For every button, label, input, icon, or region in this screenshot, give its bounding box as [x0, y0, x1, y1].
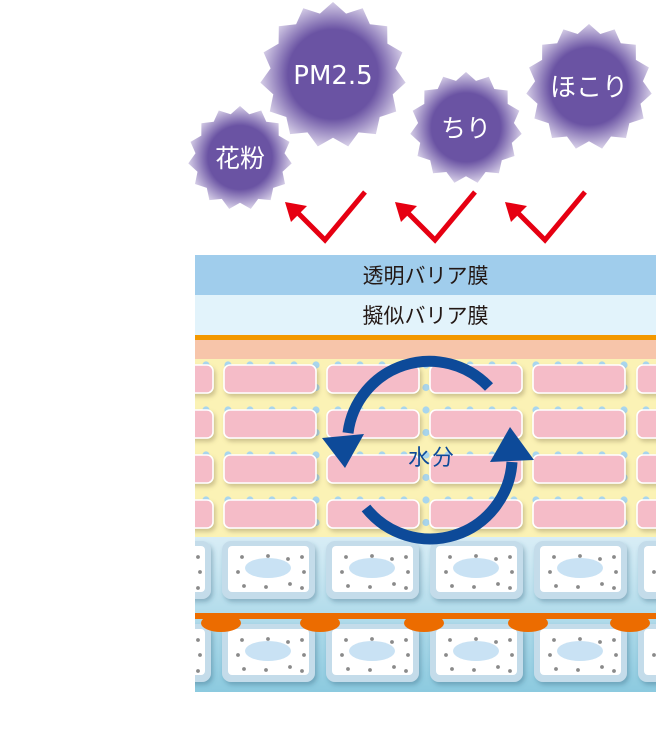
corneocyte — [636, 499, 656, 529]
corneocyte — [195, 364, 214, 394]
pseudo-barrier-label: 擬似バリア膜 — [363, 304, 489, 328]
corneocyte — [429, 454, 523, 484]
particle-body — [188, 106, 292, 209]
living-cell — [534, 624, 627, 682]
living-cell — [430, 624, 523, 682]
basal-blob — [201, 614, 241, 632]
cycle-arrow-upper-arc — [342, 355, 493, 434]
deflection-arrow — [285, 190, 367, 244]
deflection-arrow — [505, 190, 587, 244]
cycle-arrowhead-left — [322, 434, 364, 468]
living-cell — [326, 624, 419, 682]
corneocyte — [636, 409, 656, 439]
particle-pm25: PM2.5 — [260, 2, 406, 147]
corneocyte — [326, 409, 420, 439]
particle-body — [260, 2, 406, 147]
corneocyte — [532, 364, 626, 394]
corneocyte — [223, 364, 317, 394]
arrowhead — [395, 202, 417, 222]
nucleus — [245, 641, 291, 661]
pseudo-barrier-layer — [195, 295, 656, 335]
sebum-layer — [195, 340, 656, 359]
nucleus — [453, 558, 499, 578]
living-cell — [222, 624, 315, 682]
moisture-label: 水分 — [408, 446, 456, 471]
moisture-cycle: 水分 — [322, 355, 534, 545]
particle-body — [526, 24, 652, 149]
nucleus — [557, 558, 603, 578]
airborne-particles: 花粉 PM2.5 ちり ほこり — [188, 2, 652, 209]
corneocyte — [326, 454, 420, 484]
particle-label: ほこり — [550, 73, 628, 103]
cycle-arrowhead-right — [490, 427, 534, 462]
particle-pollen: 花粉 — [188, 106, 292, 209]
living-cell — [326, 541, 419, 599]
deflection-arrows — [285, 190, 587, 244]
nucleus — [453, 641, 499, 661]
nucleus — [349, 558, 395, 578]
cycle-arrow-lower-arc — [361, 461, 518, 545]
transparent-barrier-label: 透明バリア膜 — [363, 264, 489, 288]
nucleus — [349, 641, 395, 661]
living-cell — [141, 624, 211, 682]
corneocyte — [429, 409, 523, 439]
corneocyte — [223, 454, 317, 484]
skin-surface-line — [195, 335, 656, 340]
particle-dust: ほこり — [526, 24, 652, 149]
basal-blob — [300, 614, 340, 632]
living-cells — [141, 541, 656, 682]
corneocyte — [195, 409, 214, 439]
arrowhead — [505, 202, 527, 222]
corneocyte — [532, 409, 626, 439]
basal-blob — [404, 614, 444, 632]
particle-dirt: ちり — [410, 72, 522, 183]
corneocyte — [636, 364, 656, 394]
corneocyte — [195, 499, 214, 529]
corneocyte — [532, 499, 626, 529]
basal-blob — [610, 614, 650, 632]
particle-label: 花粉 — [215, 144, 265, 173]
particle-label: ちり — [441, 114, 491, 143]
living-cell — [141, 541, 211, 599]
transparent-barrier-layer — [195, 255, 656, 295]
particle-body — [410, 72, 522, 183]
living-cell — [638, 624, 656, 682]
particle-label: PM2.5 — [293, 61, 372, 91]
arrowhead — [285, 202, 307, 222]
nucleus — [245, 558, 291, 578]
living-cell — [222, 541, 315, 599]
living-cell — [534, 541, 627, 599]
nucleus — [141, 558, 187, 578]
corneocyte — [223, 499, 317, 529]
nucleus — [141, 641, 187, 661]
deflection-arrow — [395, 190, 477, 244]
basal-line-blobs — [201, 614, 650, 632]
basal-blob — [508, 614, 548, 632]
corneocyte — [636, 454, 656, 484]
nucleus — [557, 641, 603, 661]
living-cell — [430, 541, 523, 599]
corneocyte — [195, 454, 214, 484]
corneocyte — [532, 454, 626, 484]
living-cell — [638, 541, 656, 599]
corneocyte — [223, 409, 317, 439]
